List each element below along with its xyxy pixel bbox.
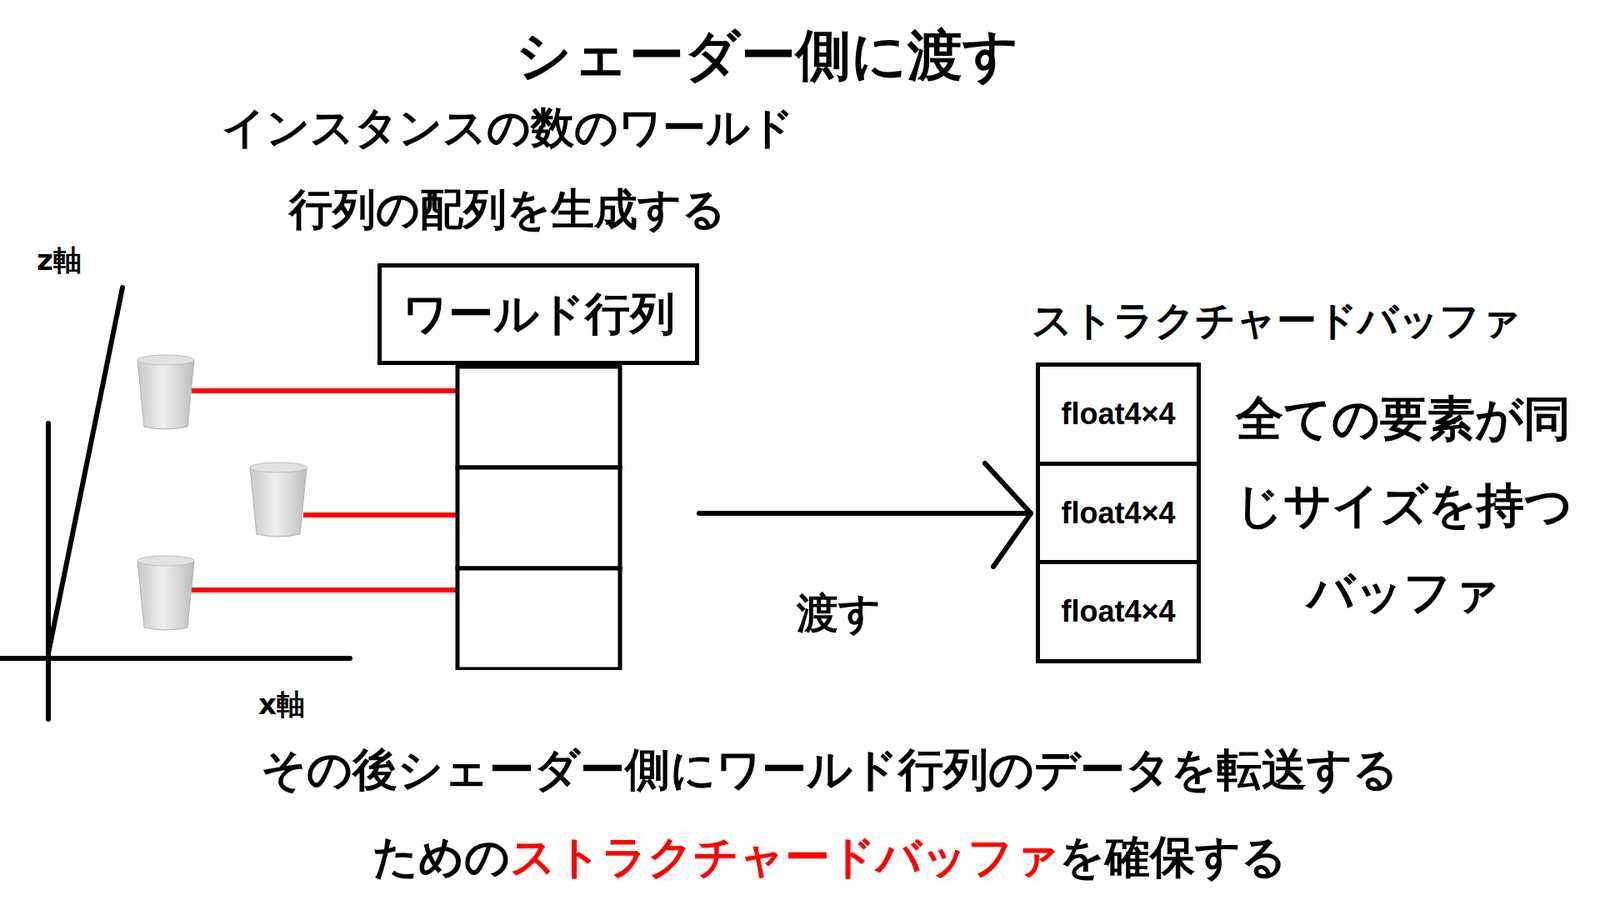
- element-text: float4×4: [1060, 395, 1175, 433]
- cup-icon: [137, 355, 195, 430]
- note-text: を確保する: [1059, 829, 1287, 886]
- structured-buffer: ストラクチャードバッファfloat4×4float4×4float4×4: [1035, 362, 1201, 664]
- axis-line: [48, 287, 123, 654]
- cup-icon: [137, 555, 195, 630]
- diagram-title: シェーダー側に渡す: [350, 21, 1185, 90]
- matrix-cell: [457, 366, 620, 468]
- axis-label: x軸: [258, 685, 359, 723]
- arrow-head: [985, 463, 1031, 567]
- element-text: float4×4: [1060, 495, 1175, 532]
- buffer-element-box: float4×4: [1040, 560, 1197, 660]
- leader-line: [191, 587, 458, 593]
- axis-label: z軸: [36, 241, 137, 279]
- highlight-text: ストラクチャードバッファ: [510, 829, 1060, 886]
- note-text: ための: [372, 829, 510, 886]
- leader-line: [191, 388, 458, 394]
- matrix-array: ワールド行列: [377, 263, 700, 669]
- buffer-heading: ストラクチャードバッファ: [1031, 295, 1521, 345]
- element-text: float4×4: [1060, 593, 1175, 630]
- header-box: ワールド行列: [377, 263, 700, 365]
- buffer-element-box: float4×4: [1040, 366, 1197, 462]
- note-line: ためのストラクチャードバッファを確保する: [204, 829, 1455, 886]
- leader-line: [303, 512, 458, 518]
- axis-line: [0, 655, 350, 661]
- matrix-cells: [377, 363, 700, 670]
- transfer-arrow: [699, 463, 1031, 567]
- matrix-cell: [457, 568, 620, 670]
- matrix-cell: [457, 467, 620, 569]
- buffer-element-box: float4×4: [1040, 461, 1197, 561]
- description-text: インスタンスの数のワールド 行列の配列を生成する: [215, 86, 800, 250]
- header-text: ワールド行列: [402, 287, 675, 341]
- arrow-shaft: [699, 510, 1031, 516]
- axis-line: [45, 423, 51, 720]
- note-text: 全ての要素が同 じサイズを持つ バッファ: [1228, 375, 1579, 635]
- edge-label: 渡す: [791, 588, 886, 639]
- cup-icon: [250, 462, 307, 537]
- note-text: その後シェーダー側にワールド行列のデータを転送する: [204, 741, 1455, 799]
